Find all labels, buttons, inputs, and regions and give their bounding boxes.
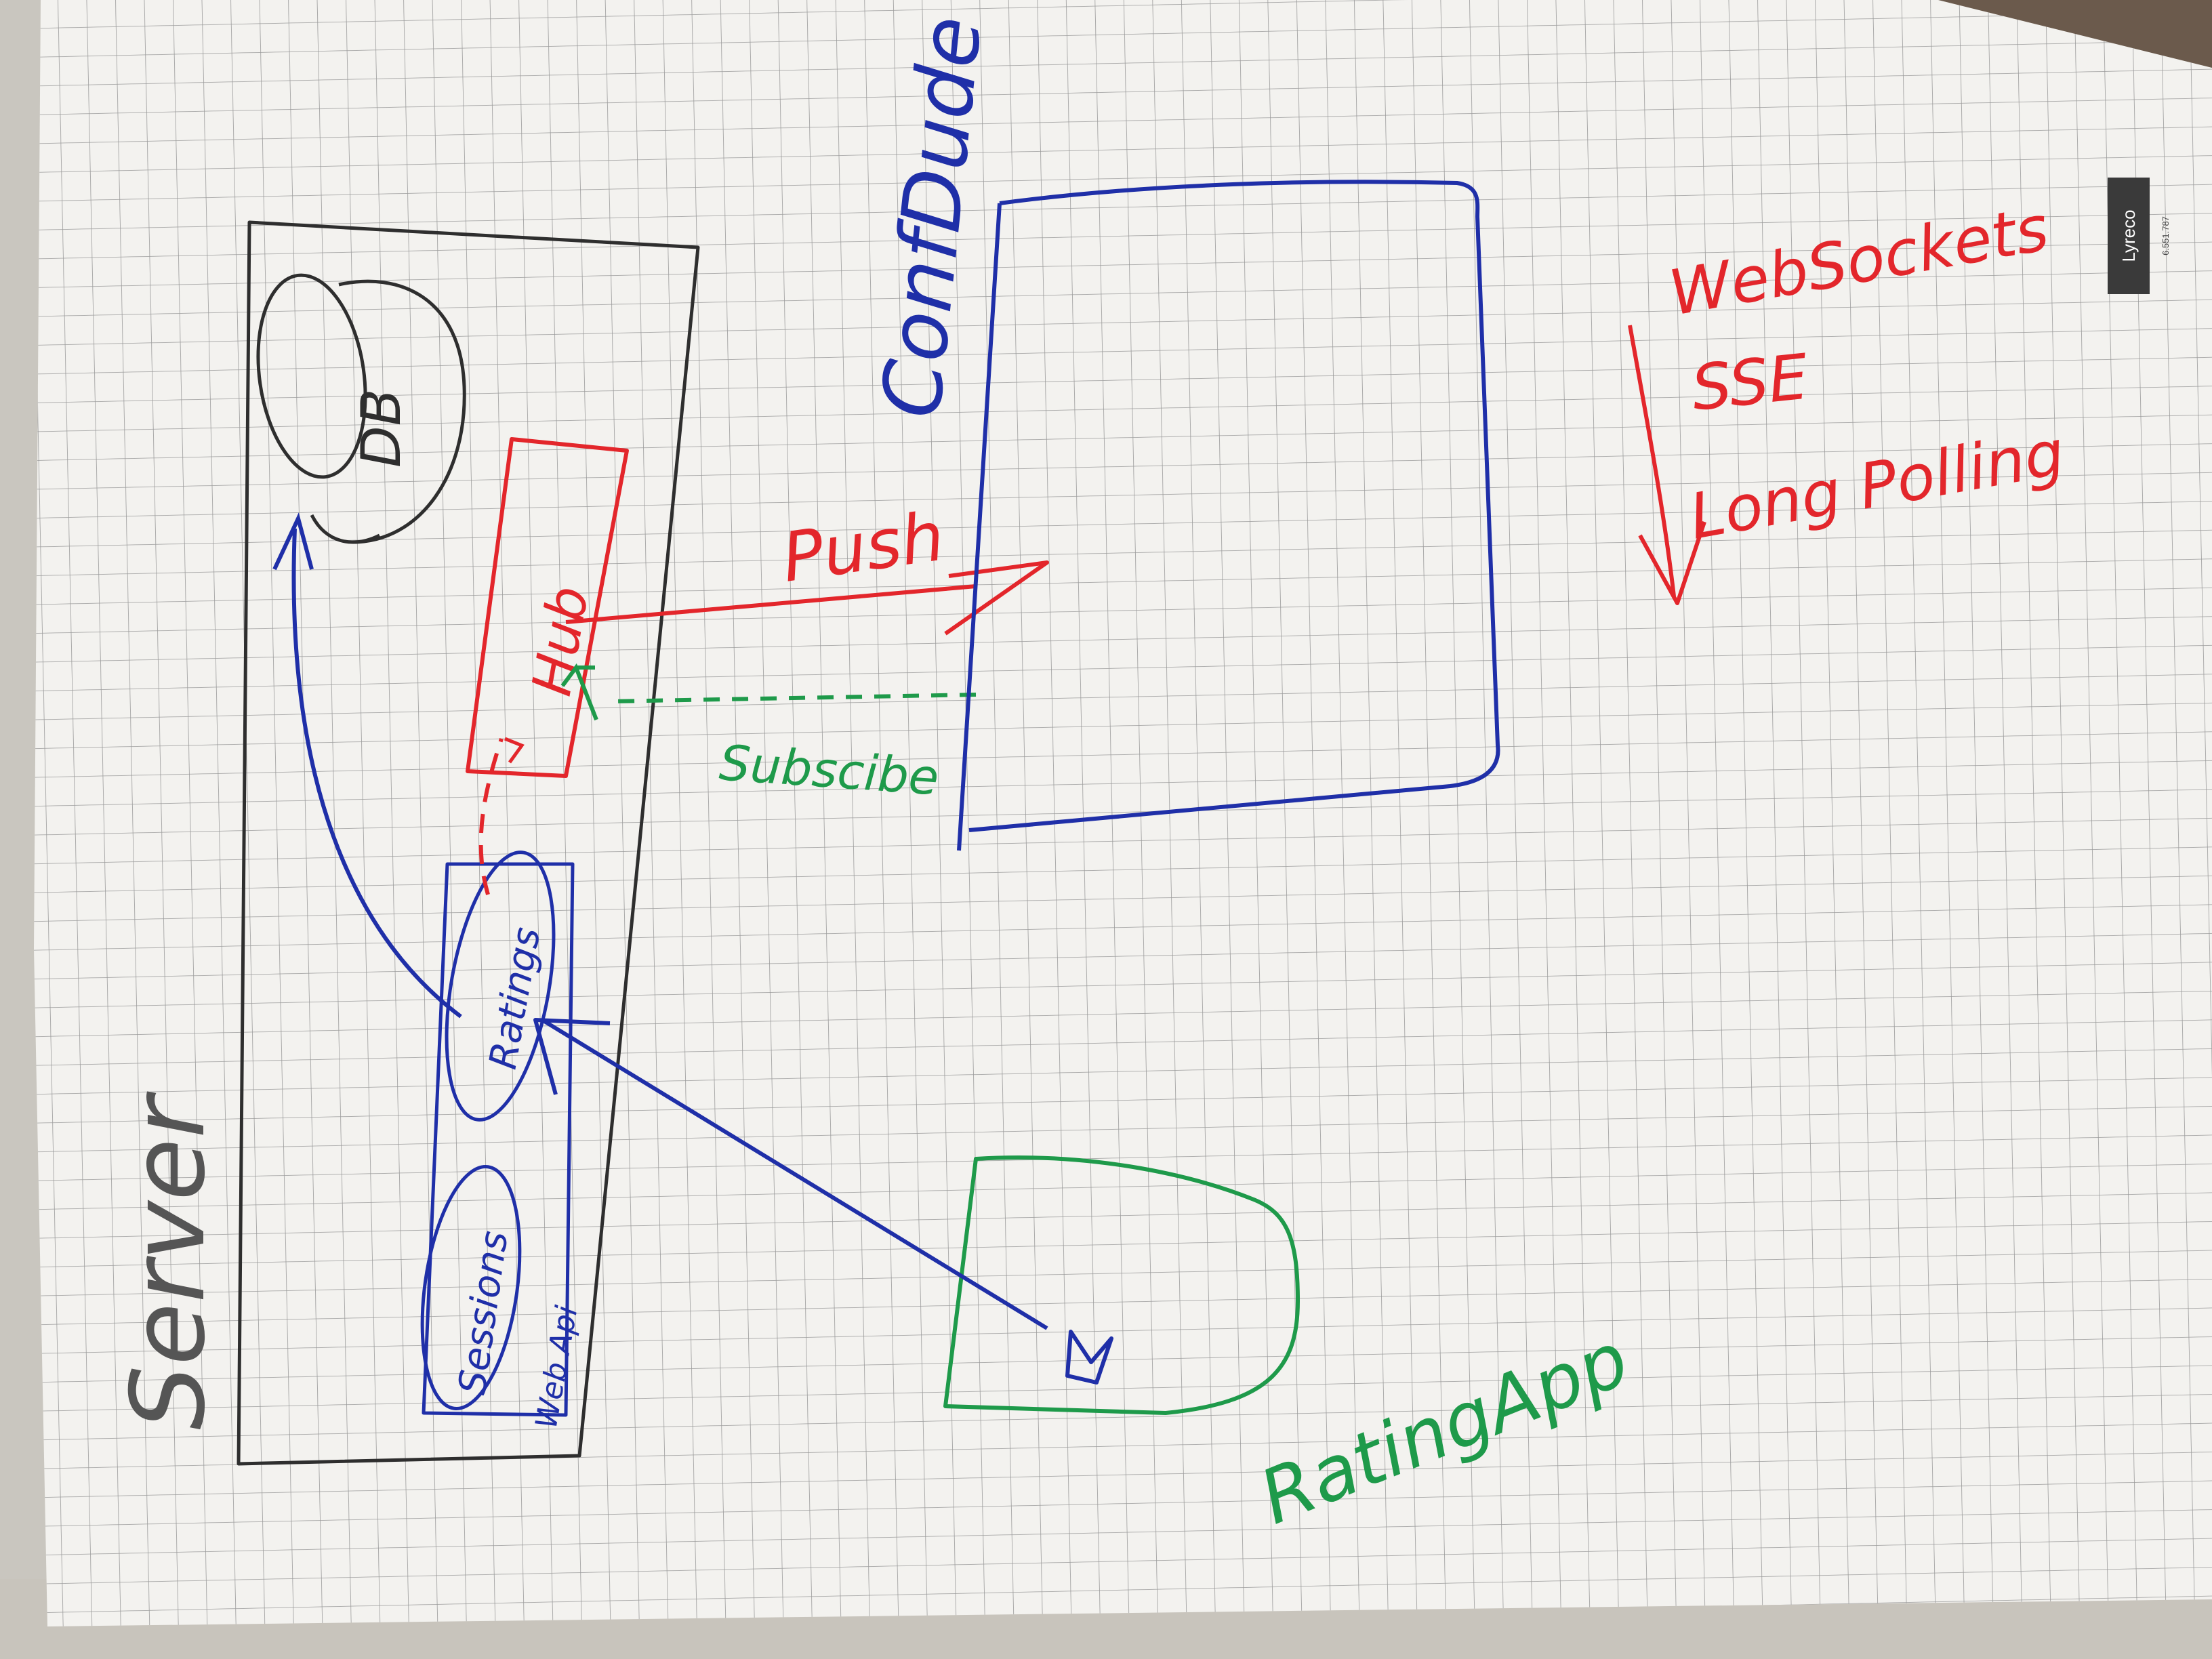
server-box [237, 220, 700, 1466]
push-arrow [565, 584, 977, 624]
grid-lines [34, 0, 2212, 1626]
transport-list-arrow [1628, 325, 1676, 597]
transport-list-arrowhead [1638, 521, 1706, 605]
confdude-box [957, 180, 1500, 851]
logo-code: 6.551.787 [2160, 216, 2171, 255]
ratings-to-hub-dashed [478, 738, 504, 895]
star-icon [1065, 1330, 1113, 1385]
app-to-ratings-arrowhead [533, 1018, 611, 1095]
sessions-ellipse [420, 1165, 522, 1410]
subscribe-dashed [609, 693, 977, 703]
ratings-to-db-arrowhead [272, 512, 314, 571]
lyreco-logo: Lyreco 6.551.787 [2108, 178, 2171, 294]
subscribe-arrowhead [560, 663, 598, 721]
ratings-to-hub-arrowhead [504, 737, 525, 764]
sse-label: SSE [1688, 341, 1811, 425]
hub-box [466, 437, 629, 778]
ratings-to-db-arrow [291, 528, 462, 1019]
ratings-ellipse [445, 851, 556, 1122]
db-label: DB [350, 389, 413, 468]
app-to-ratings-arrow [541, 1018, 1048, 1330]
push-arrowhead [944, 560, 1049, 636]
web-api-box [422, 862, 575, 1417]
db-cylinder [256, 273, 466, 544]
rating-app-box [943, 1155, 1300, 1415]
logo-brand: Lyreco [2118, 209, 2139, 262]
server-label: Server [110, 1091, 228, 1430]
